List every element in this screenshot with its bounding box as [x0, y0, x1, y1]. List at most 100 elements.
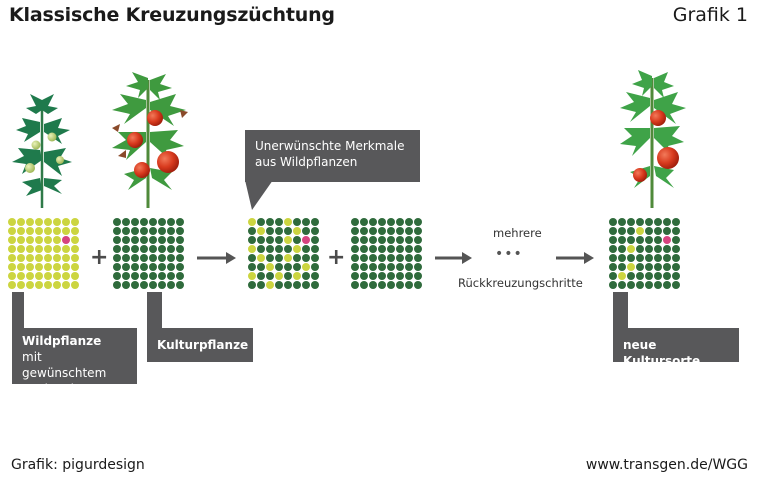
grid-dot — [158, 245, 166, 253]
grid-dot — [149, 218, 157, 226]
grid-dot — [654, 263, 662, 271]
grid-dot — [360, 281, 368, 289]
grid-dot — [131, 218, 139, 226]
grid-dot — [122, 245, 130, 253]
grid-dot — [396, 227, 404, 235]
callout-wild-line-1: Wildpflanze — [22, 334, 102, 348]
grid-dot — [122, 227, 130, 235]
grid-dot — [618, 254, 626, 262]
grid-dot — [369, 236, 377, 244]
grid-dot — [609, 272, 617, 280]
grid-dot — [62, 218, 70, 226]
grid-dot — [53, 227, 61, 235]
grid-dot — [158, 254, 166, 262]
process-ellipsis: ••• — [495, 246, 523, 262]
grid-dot — [351, 272, 359, 280]
grid-dot — [302, 218, 310, 226]
grid-dot — [378, 236, 386, 244]
grid-dot — [35, 218, 43, 226]
grid-dot — [672, 245, 680, 253]
grid-dot — [311, 236, 319, 244]
grid-dot — [663, 254, 671, 262]
grid-dot — [654, 281, 662, 289]
grid-dot — [627, 272, 635, 280]
grid-dot — [257, 254, 265, 262]
grid-dot — [654, 236, 662, 244]
grid-dot — [176, 236, 184, 244]
grid-dot — [663, 227, 671, 235]
grid-dot — [387, 227, 395, 235]
grid-dot — [17, 254, 25, 262]
grid-dot — [275, 236, 283, 244]
grid-dot — [176, 227, 184, 235]
grid-dot — [302, 245, 310, 253]
grid-dot — [71, 281, 79, 289]
grid-dot — [293, 218, 301, 226]
grid-dot — [35, 281, 43, 289]
grid-dot — [609, 218, 617, 226]
grid-dot — [645, 281, 653, 289]
grid-dot — [284, 254, 292, 262]
grid-dot — [140, 218, 148, 226]
grid-dot — [113, 236, 121, 244]
grid-dot — [387, 272, 395, 280]
grid-dot — [35, 272, 43, 280]
grid-dot — [140, 227, 148, 235]
grid-dot — [609, 227, 617, 235]
grid-dot — [149, 227, 157, 235]
grid-dot — [627, 281, 635, 289]
grid-dot — [158, 281, 166, 289]
grid-dot — [266, 263, 274, 271]
grid-dot — [618, 236, 626, 244]
grid-dot — [360, 263, 368, 271]
grid-dot — [414, 272, 422, 280]
grid-dot — [44, 245, 52, 253]
grid-dot — [369, 218, 377, 226]
grid-dot — [275, 263, 283, 271]
grid-dot — [122, 236, 130, 244]
grid-dot — [302, 254, 310, 262]
grid-dot — [609, 263, 617, 271]
process-bottom-label: Rückkreuzungschritte — [458, 276, 583, 290]
grid-dot — [140, 263, 148, 271]
grid-dot — [293, 236, 301, 244]
grid-dot — [311, 254, 319, 262]
grid-dot — [378, 263, 386, 271]
grid-dot — [284, 263, 292, 271]
grid-dot — [149, 263, 157, 271]
grid-dot — [360, 218, 368, 226]
grid-dot — [414, 245, 422, 253]
grid-dot — [645, 218, 653, 226]
grid-dot — [654, 272, 662, 280]
grid-dot — [672, 281, 680, 289]
grid-dot — [35, 236, 43, 244]
grid-dot — [369, 227, 377, 235]
grid-dot — [122, 281, 130, 289]
grid-dot — [396, 245, 404, 253]
grid-dot — [396, 236, 404, 244]
grid-dot — [257, 281, 265, 289]
grid-dot — [17, 245, 25, 253]
grid-dot — [396, 272, 404, 280]
grid-dot — [176, 263, 184, 271]
grid-dot — [71, 245, 79, 253]
grid-dot — [26, 236, 34, 244]
grid-dot — [302, 263, 310, 271]
grid-dot — [158, 236, 166, 244]
grid-dot — [275, 281, 283, 289]
grid-dot — [62, 281, 70, 289]
grid-dot — [71, 272, 79, 280]
grid-dot — [302, 272, 310, 280]
grid-dot — [645, 227, 653, 235]
grid-dot — [414, 281, 422, 289]
arrow-icons — [197, 252, 594, 264]
grid-dot — [609, 245, 617, 253]
grid-dot — [176, 254, 184, 262]
callout-unwanted-traits: Unerwünschte Merkmale aus Wildpflanzen — [245, 130, 420, 182]
grid-dot — [266, 272, 274, 280]
grid-dot — [351, 236, 359, 244]
callout-new-line-1: neue Kultursorte — [623, 338, 701, 368]
grid-dot — [53, 254, 61, 262]
grid-dot — [293, 272, 301, 280]
